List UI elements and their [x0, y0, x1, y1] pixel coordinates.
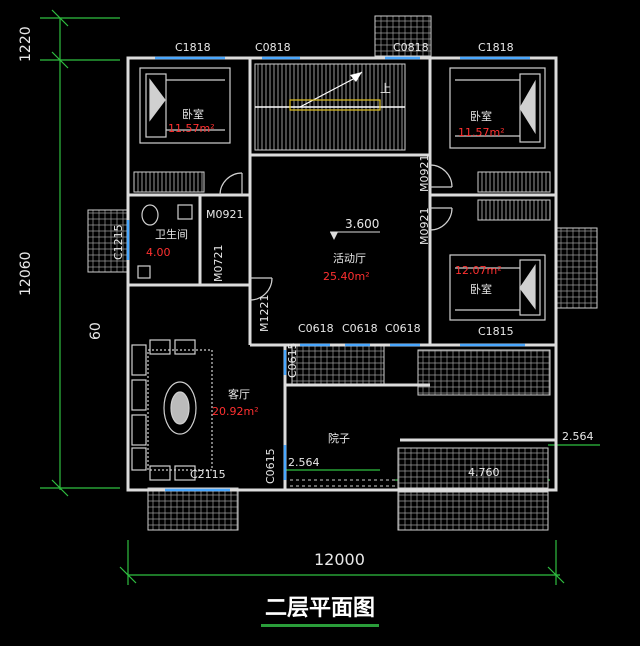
window-label: C1818 — [175, 41, 211, 54]
room-name-bedroom1: 卧室 — [182, 107, 204, 121]
drawing-title: 二层平面图 — [260, 590, 379, 627]
room-name-bedroom2: 卧室 — [470, 109, 492, 123]
room-area-bath: 4.00 — [146, 246, 171, 259]
door-label: M1221 — [258, 295, 271, 333]
room-name-bedroom3: 卧室 — [470, 282, 492, 296]
window-label: C0618 — [342, 322, 378, 335]
room-name-bath: 卫生间 — [155, 227, 188, 241]
window-label: C0615 — [264, 448, 277, 484]
stair-up-label: 上 — [380, 82, 391, 95]
hall-elevation: 3.600 — [345, 217, 379, 231]
door-label: M0921 — [418, 155, 431, 193]
staircase — [254, 63, 406, 151]
room-name-yard: 院子 — [328, 431, 350, 445]
bath-fixtures — [137, 204, 193, 279]
dim-left: 12060 — [18, 251, 34, 296]
dimension-labels: 1220 12060 60 12000 2.564 2.564 4.760 — [18, 26, 594, 569]
dim-top: 1220 — [18, 26, 34, 62]
room-name-living: 客厅 — [228, 387, 250, 401]
window-label: C1815 — [478, 325, 514, 338]
door-label: M0921 — [418, 208, 431, 246]
window-label: C0615 — [286, 342, 299, 378]
window-label: C0818 — [393, 41, 429, 54]
dim-yard-left: 2.564 — [288, 456, 320, 469]
window-label: C0618 — [385, 322, 421, 335]
wardrobes — [133, 171, 551, 221]
window-labels: C1818 C0818 C0818 C1818 C0618 C0618 C061… — [112, 41, 514, 484]
yard-markings — [290, 479, 395, 487]
door-label: M0721 — [212, 245, 225, 283]
bed-1 — [139, 67, 231, 144]
room-area-bedroom3: 12.07m² — [455, 264, 502, 277]
room-name-activity-hall: 活动厅 — [333, 252, 366, 265]
dim-terrace: 4.760 — [468, 466, 500, 479]
bed-3 — [449, 254, 546, 321]
room-area-bedroom2: 11.57m² — [458, 126, 505, 139]
door-swings — [219, 164, 453, 301]
window-label: C0818 — [255, 41, 291, 54]
sofa-set — [131, 339, 213, 481]
window-label: C1215 — [112, 224, 125, 260]
door-labels: M0921 M0721 M1221 M0921 M0921 — [206, 155, 431, 333]
dim-left-partial: 60 — [88, 322, 104, 340]
window-label: C0618 — [298, 322, 334, 335]
room-area-living: 20.92m² — [212, 405, 259, 418]
dim-bottom: 12000 — [314, 550, 365, 569]
room-labels: 卧室 11.57m² 卧室 11.57m² 12.07m² 卧室 卫生间 4.0… — [146, 107, 505, 445]
room-area-bedroom1: 11.57m² — [168, 122, 215, 135]
room-area-activity-hall: 25.40m² — [323, 270, 370, 283]
bed-2 — [449, 67, 546, 149]
window-marks — [126, 56, 530, 492]
window-label: C1818 — [478, 41, 514, 54]
title-container: 二层平面图 — [0, 590, 640, 627]
door-label: M0921 — [206, 208, 244, 221]
dim-yard-right: 2.564 — [562, 430, 594, 443]
window-label: C2115 — [190, 468, 226, 481]
